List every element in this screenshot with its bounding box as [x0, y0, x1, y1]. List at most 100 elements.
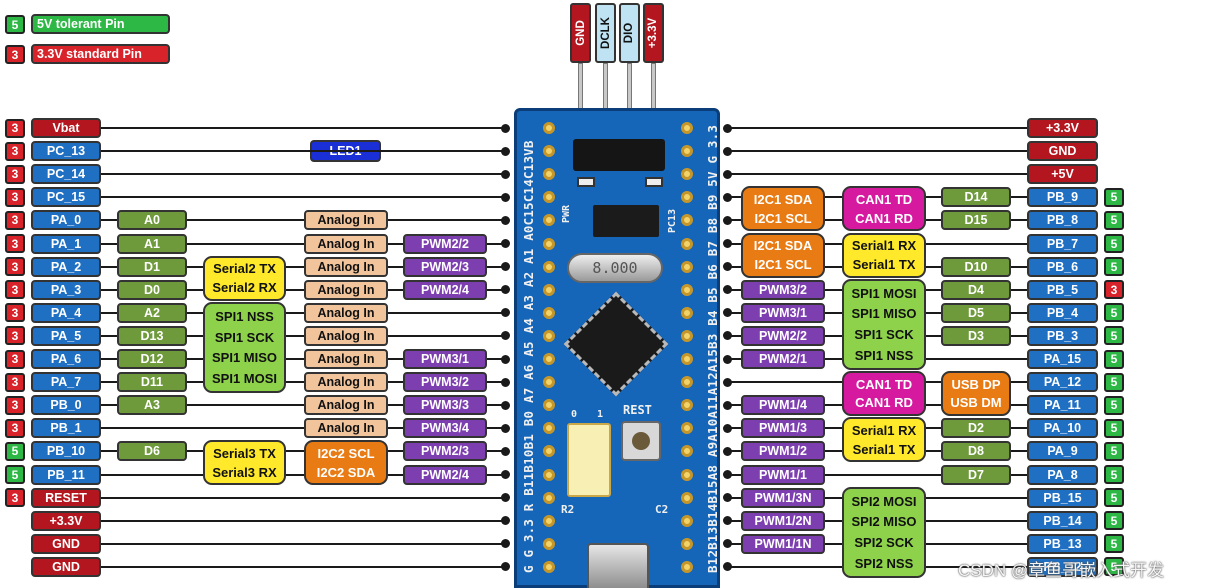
header-hole — [543, 376, 555, 389]
header-hole — [681, 560, 693, 573]
pin-dot-left — [500, 285, 510, 295]
pwm-label-right: PWM1/1N — [741, 533, 825, 554]
header-hole — [543, 353, 555, 365]
function-group-left-line: SPI1 MOSI — [211, 371, 278, 387]
pin-wire-left — [100, 288, 505, 291]
pin-dot-right — [722, 192, 732, 202]
function-group-right-line: Serial1 TX — [852, 441, 916, 457]
function-group-right-line: CAN1 RD — [855, 395, 913, 411]
pin-name-right: PA_15 — [1027, 349, 1098, 369]
header-dclk: DCLK — [595, 3, 616, 63]
pin-dot-right — [722, 239, 732, 248]
pwm-label-left: PWM2/2 — [403, 233, 487, 254]
pin-badge-left: 3 — [5, 395, 25, 415]
analog-in-label: Analog In — [304, 302, 388, 323]
pin-badge-right: 5 — [1104, 418, 1124, 438]
arduino-label-right: D3 — [941, 325, 1011, 346]
pin-badge-left: 3 — [5, 303, 25, 323]
pin-name-right: PA_11 — [1027, 395, 1098, 416]
analog-in-label: Analog In — [304, 233, 388, 254]
analog-in-label: Analog In — [304, 372, 388, 393]
pin-name-right: PB_5 — [1027, 279, 1098, 300]
function-group-right-line: SPI2 NSS — [854, 555, 914, 571]
header-hole — [543, 168, 555, 181]
arduino-label-left: D0 — [117, 279, 187, 300]
pin-wire-left — [100, 450, 505, 453]
pin-dot-left — [500, 123, 510, 133]
pin-name-left: PB_0 — [31, 395, 101, 416]
mcu-chip — [563, 291, 669, 397]
header-hole — [681, 353, 693, 365]
pin-dot-left — [500, 192, 510, 202]
function-group-right-line: USB DM — [950, 395, 1002, 411]
header-hole — [543, 491, 555, 504]
pin-dot-left — [500, 308, 510, 318]
pin-badge-left: 3 — [5, 118, 25, 138]
pin-name-left: PB_10 — [31, 441, 101, 462]
pin-dot-left — [500, 516, 510, 526]
pin-name-right: PA_9 — [1027, 441, 1098, 462]
pin-name-left: PA_4 — [31, 302, 101, 323]
pin-name-left: PA_0 — [31, 210, 101, 231]
pin-dot-right — [722, 562, 732, 572]
pin-dot-left — [500, 215, 510, 225]
pin-name-right: +5V — [1027, 164, 1098, 185]
pin-dot-right — [722, 446, 732, 456]
pin-badge-right: 5 — [1104, 326, 1124, 346]
pin-badge-right: 5 — [1104, 187, 1124, 207]
pin-name-right: PA_8 — [1027, 464, 1098, 485]
pin-wire-left — [100, 311, 505, 314]
led-smd — [577, 177, 595, 187]
arduino-label-right: D5 — [941, 302, 1011, 323]
reset-button-cap — [632, 432, 650, 450]
boot-jumpers[interactable] — [567, 423, 611, 497]
function-group-left-line: I2C2 SCL — [317, 446, 375, 462]
pin-wire-left — [100, 473, 505, 476]
pin-name-left: RESET — [31, 487, 101, 508]
function-group-right-line: SPI1 NSS — [854, 348, 914, 364]
pin-dot-right — [722, 331, 732, 341]
pin-name-left: PA_3 — [31, 279, 101, 300]
pin-name-right: PA_12 — [1027, 372, 1098, 393]
silk-boot1: 1 — [597, 409, 604, 420]
pin-dot-right — [722, 285, 732, 295]
pin-badge-right: 5 — [1104, 511, 1124, 531]
swd-header-block — [573, 139, 665, 171]
pin-dot-right — [722, 146, 732, 156]
pin-dot-right — [722, 169, 732, 179]
header-hole — [543, 445, 555, 458]
pin-badge-right: 5 — [1104, 372, 1124, 392]
pin-dot-right — [722, 377, 732, 387]
header-hole — [681, 306, 693, 319]
pwm-label-right: PWM2/1 — [741, 349, 825, 369]
function-group-right-line: I2C1 SCL — [754, 210, 812, 226]
arduino-label-left: D1 — [117, 256, 187, 277]
pin-dot-left — [500, 169, 510, 179]
pwm-label-right: PWM1/2 — [741, 441, 825, 462]
function-group-right-line: SPI2 SCK — [854, 535, 914, 551]
pin-badge-right: 5 — [1104, 210, 1124, 230]
pin-wire-left — [100, 173, 505, 176]
header-hole — [681, 514, 693, 527]
pin-name-left: PB_11 — [31, 464, 101, 485]
pin-wire-left — [100, 519, 505, 522]
pin-name-right: PB_4 — [1027, 302, 1098, 323]
header-hole — [543, 122, 555, 134]
pwm-label-right: PWM3/1 — [741, 302, 825, 323]
function-group-right-line: SPI1 SCK — [854, 327, 914, 343]
header-hole — [681, 491, 693, 504]
header-hole — [681, 445, 693, 458]
pin-name-left: PC_13 — [31, 141, 101, 162]
pin-badge-left: 3 — [5, 141, 25, 161]
function-group-right-line: CAN1 RD — [855, 210, 913, 226]
pin-badge-left: 3 — [5, 280, 25, 300]
reset-button[interactable] — [621, 421, 661, 461]
arduino-label-left: A2 — [117, 302, 187, 323]
pin-name-left: PA_1 — [31, 233, 101, 254]
header-hole — [543, 145, 555, 158]
pin-name-left: PB_1 — [31, 418, 101, 439]
header-hole — [543, 468, 555, 481]
